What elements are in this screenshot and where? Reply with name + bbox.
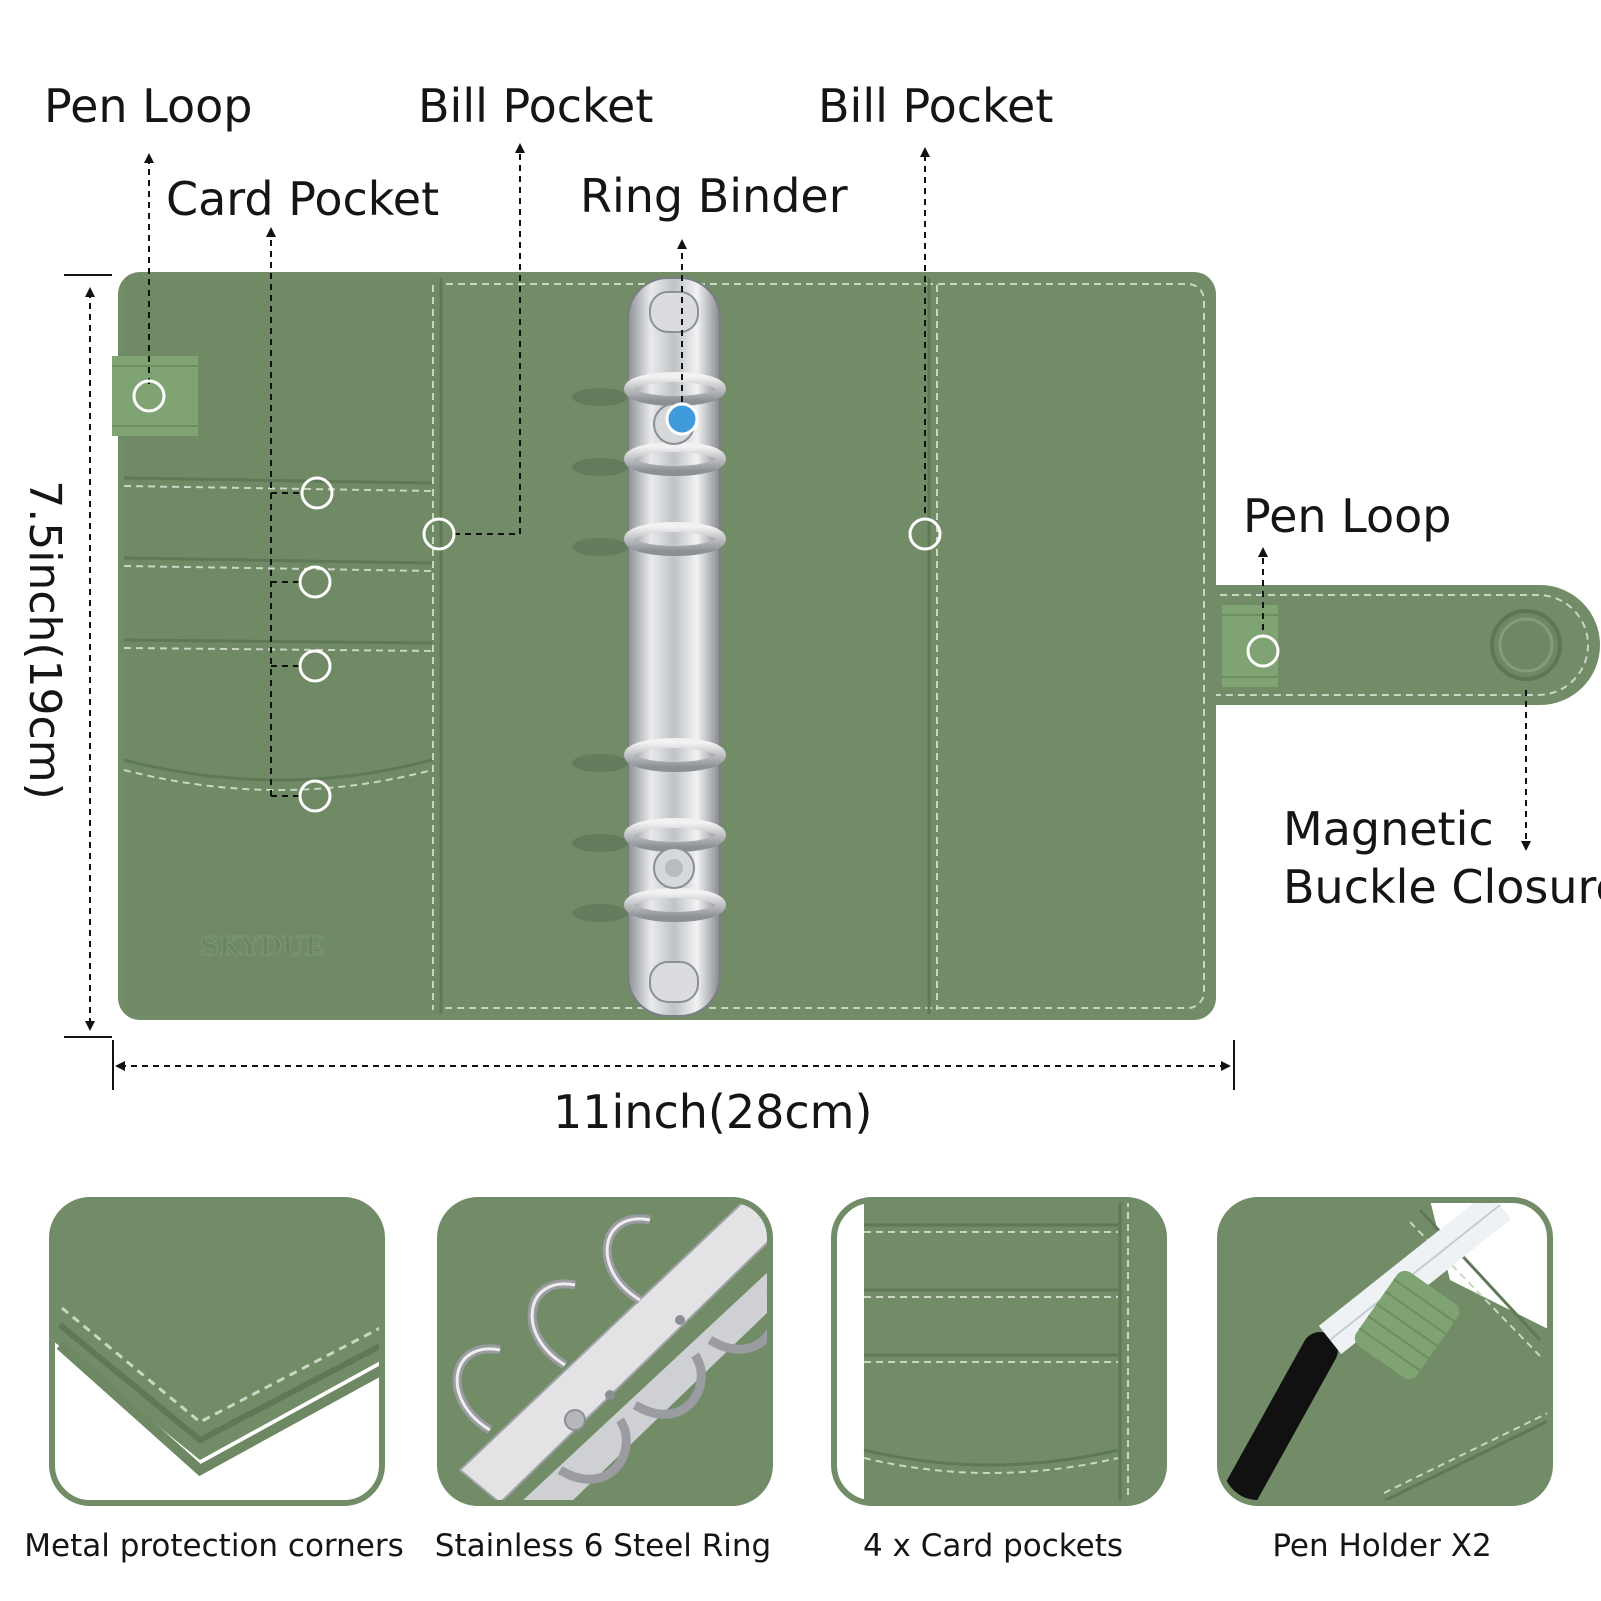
label-ring-binder: Ring Binder <box>580 169 848 223</box>
caption-card-pockets: 4 x Card pockets <box>862 1528 1124 1564</box>
magnetic-button <box>1490 609 1562 681</box>
feature-thumb-cards <box>831 1197 1167 1506</box>
label-bill-pocket-right: Bill Pocket <box>818 79 1054 133</box>
card-slots <box>123 476 433 791</box>
pen-loop-left <box>112 356 198 436</box>
label-height: 7.5inch(19cm) <box>19 480 70 800</box>
ring-binder-mechanism <box>624 277 726 1017</box>
marker-card-1 <box>300 476 334 510</box>
label-magnetic-buckle: Magnetic Buckle Closure <box>1283 800 1601 916</box>
dimension-ticks <box>64 274 1235 1090</box>
marker-card-2 <box>298 565 332 599</box>
label-width: 11inch(28cm) <box>553 1085 873 1139</box>
feature-thumb-rings <box>437 1197 773 1506</box>
caption-steel-ring: Stainless 6 Steel Ring <box>434 1528 772 1564</box>
label-card-pocket: Card Pocket <box>166 172 440 226</box>
caption-metal-corners: Metal protection corners <box>24 1528 404 1564</box>
marker-pen-loop-left <box>132 379 166 413</box>
label-magnetic-line1: Magnetic <box>1283 802 1494 856</box>
caption-pen-holder: Pen Holder X2 <box>1272 1528 1492 1564</box>
callout-lines <box>85 143 1531 1071</box>
marker-bill-right <box>908 517 942 551</box>
label-magnetic-line2: Buckle Closure <box>1283 860 1601 914</box>
label-pen-loop-right: Pen Loop <box>1243 489 1452 543</box>
brand-emboss: SKYDUE <box>200 932 324 962</box>
feature-thumb-pen <box>1217 1197 1553 1506</box>
marker-card-3 <box>298 649 332 683</box>
feature-thumb-corner <box>49 1197 385 1506</box>
label-pen-loop-left: Pen Loop <box>44 79 253 133</box>
label-bill-pocket-left: Bill Pocket <box>418 79 654 133</box>
marker-bill-left <box>422 517 456 551</box>
marker-card-4 <box>298 779 332 813</box>
marker-pen-loop-right <box>1246 634 1280 668</box>
binder-illustration: SKYDUE <box>112 272 1600 1020</box>
marker-ring-binder <box>665 402 699 436</box>
callout-markers <box>132 379 1280 813</box>
magnetic-strap <box>1190 585 1600 705</box>
